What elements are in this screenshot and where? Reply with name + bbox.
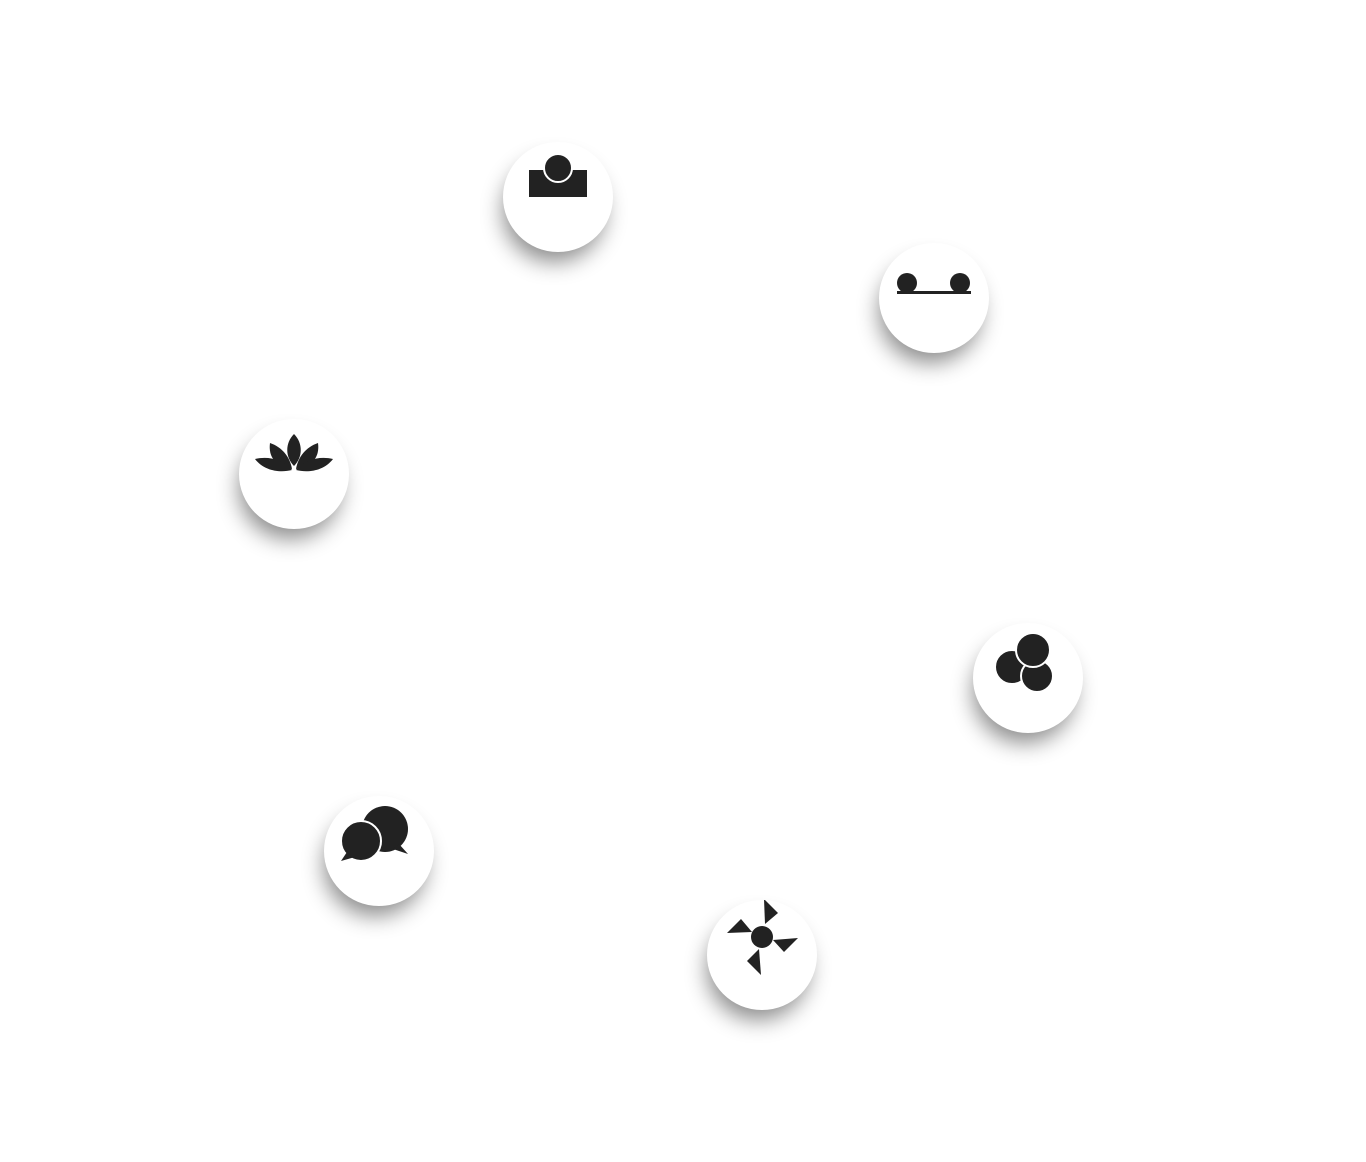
lotus-icon xyxy=(255,434,333,472)
pinwheel-icon xyxy=(727,900,798,975)
camera-icon xyxy=(529,153,587,197)
camera-button[interactable] xyxy=(503,142,613,252)
two-dots-line-icon xyxy=(897,273,971,294)
pinwheel-button[interactable] xyxy=(707,900,817,1010)
three-circles-button[interactable] xyxy=(973,623,1083,733)
chat-bubbles-icon xyxy=(340,806,408,862)
lotus-button[interactable] xyxy=(239,419,349,529)
two-dots-line-button[interactable] xyxy=(879,243,989,353)
chat-button[interactable] xyxy=(324,796,434,906)
three-circles-icon xyxy=(994,632,1054,693)
